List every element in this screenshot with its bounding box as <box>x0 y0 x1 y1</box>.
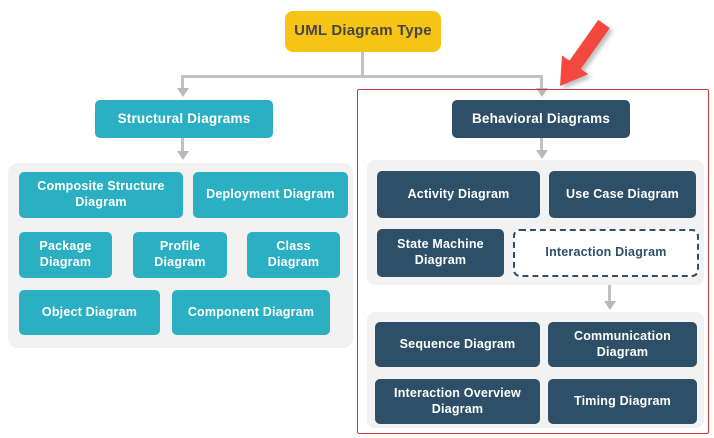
behavioral-highlight-frame <box>357 89 709 434</box>
node-activity-diagram: Activity Diagram <box>377 171 540 218</box>
node-deployment-diagram: Deployment Diagram <box>193 172 348 218</box>
arrowhead-down-icon <box>176 88 189 97</box>
connector-structural-to-children <box>181 137 184 153</box>
connector-interaction-to-children <box>608 278 611 303</box>
connector-behavioral-to-children <box>540 138 543 152</box>
node-behavioral-diagrams: Behavioral Diagrams <box>452 100 630 138</box>
red-highlight-arrow-icon <box>560 19 610 86</box>
node-interaction-overview-diagram: Interaction Overview Diagram <box>375 379 540 424</box>
node-communication-diagram: Communication Diagram <box>548 322 697 367</box>
connector-branch-horizontal <box>181 75 543 78</box>
node-uml-diagram-type: UML Diagram Type <box>285 11 441 52</box>
arrowhead-down-icon <box>176 151 189 160</box>
node-package-diagram: Package Diagram <box>19 232 112 278</box>
node-use-case-diagram: Use Case Diagram <box>549 171 696 218</box>
arrowhead-down-icon <box>603 301 616 310</box>
connector-root-stem <box>361 51 364 76</box>
node-timing-diagram: Timing Diagram <box>548 379 697 424</box>
node-class-diagram: Class Diagram <box>247 232 340 278</box>
arrowhead-down-icon <box>535 88 548 97</box>
node-interaction-diagram: Interaction Diagram <box>513 229 699 277</box>
node-state-machine-diagram: State Machine Diagram <box>377 229 504 277</box>
node-composite-structure-diagram: Composite Structure Diagram <box>19 172 183 218</box>
interaction-children-panel: Sequence Diagram Communication Diagram I… <box>367 312 704 428</box>
node-structural-diagrams: Structural Diagrams <box>95 100 273 138</box>
structural-children-panel: Composite Structure Diagram Deployment D… <box>8 163 353 348</box>
connector-to-behavioral <box>540 75 543 90</box>
behavioral-children-panel: Activity Diagram Use Case Diagram State … <box>367 160 704 285</box>
connector-to-structural <box>181 75 184 90</box>
arrowhead-down-icon <box>535 150 548 159</box>
node-sequence-diagram: Sequence Diagram <box>375 322 540 367</box>
node-component-diagram: Component Diagram <box>172 290 330 335</box>
node-object-diagram: Object Diagram <box>19 290 160 335</box>
node-profile-diagram: Profile Diagram <box>133 232 227 278</box>
